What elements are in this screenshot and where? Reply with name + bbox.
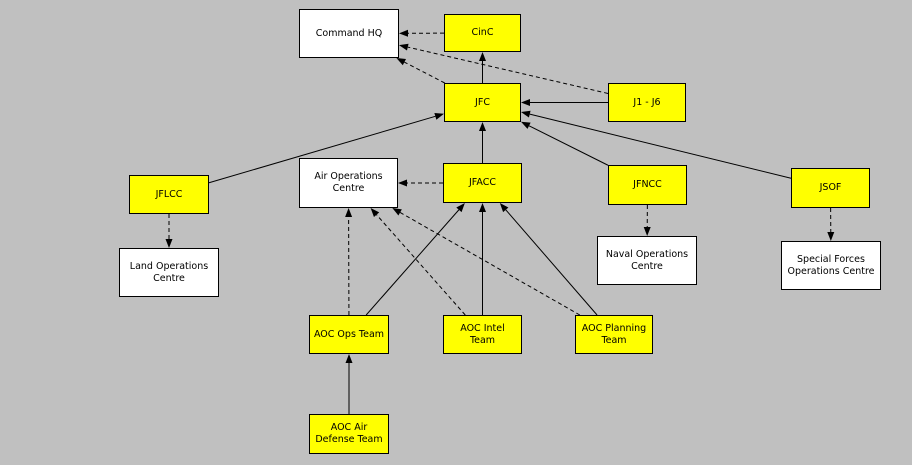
arrowhead-j1_j6-to-command_hq	[399, 43, 409, 51]
jflcc-node[interactable]: JFLCC	[129, 175, 209, 214]
arrowhead-aoc_planning_team-to-air_ops_centre	[392, 208, 402, 216]
connector-jfc-to-command_hq	[404, 61, 446, 84]
jfc-node[interactable]: JFC	[444, 83, 521, 122]
arrowhead-aoc_ops_team-to-jfacc	[456, 203, 465, 213]
arrowhead-jfncc-to-naval_ops_centre	[643, 226, 651, 236]
arrowhead-aoc_planning_team-to-jfacc	[499, 203, 509, 213]
connector-j1_j6-to-command_hq	[407, 46, 609, 94]
arrowhead-aoc_intel_team-to-jfacc	[479, 203, 486, 212]
jsof-node[interactable]: JSOF	[791, 168, 870, 208]
arrowhead-aoc_ops_team-to-air_ops_centre	[345, 208, 353, 218]
arrowhead-j1_j6-to-jfc	[521, 99, 530, 106]
connector-aoc_ops_team-to-jfacc	[365, 209, 460, 316]
aoc-ops-team-node[interactable]: AOC Ops Team	[309, 315, 389, 354]
arrowhead-jflcc-to-jfc	[434, 112, 444, 120]
connector-jsof-to-jfc	[529, 113, 792, 179]
aoc-planning-team-node[interactable]: AOC Planning Team	[575, 315, 653, 354]
connector-jflcc-to-jfc	[208, 115, 436, 184]
j1-j6-node[interactable]: J1 - J6	[608, 83, 686, 122]
arrowhead-cinc-to-command_hq	[399, 29, 409, 37]
special-forces-ops-centre-node[interactable]: Special Forces Operations Centre	[781, 241, 881, 290]
jfncc-node[interactable]: JFNCC	[608, 165, 687, 205]
arrowhead-aoc_air_defense_team-to-aoc_ops_team	[345, 354, 353, 363]
arrowhead-jfc-to-cinc	[479, 52, 486, 61]
naval-operations-centre-node[interactable]: Naval Operations Centre	[597, 236, 697, 285]
connector-aoc_planning_team-to-jfacc	[505, 209, 598, 316]
land-operations-centre-node[interactable]: Land Operations Centre	[119, 248, 219, 297]
arrowhead-jfacc-to-air_ops_centre	[398, 179, 407, 187]
cinc-node[interactable]: CinC	[444, 14, 521, 52]
arrowhead-aoc_intel_team-to-air_ops_centre	[370, 208, 380, 218]
arrowhead-jfc-to-command_hq	[396, 58, 407, 66]
connector-aoc_intel_team-to-air_ops_centre	[376, 214, 466, 316]
arrowhead-jfacc-to-jfc	[479, 122, 486, 131]
command-hq-node[interactable]: Command HQ	[299, 9, 399, 58]
arrowhead-jfncc-to-jfc	[521, 121, 531, 129]
arrowhead-jsof-to-jfc	[521, 110, 531, 118]
arrowhead-jflcc-to-land_ops_centre	[165, 239, 173, 248]
aoc-air-defense-team-node[interactable]: AOC Air Defense Team	[309, 414, 389, 454]
aoc-intel-team-node[interactable]: AOC Intel Team	[443, 315, 522, 354]
arrowhead-jsof-to-sf_ops_centre	[827, 231, 835, 241]
jfacc-node[interactable]: JFACC	[443, 163, 522, 203]
connector-jfncc-to-jfc	[528, 125, 609, 166]
air-operations-centre-node[interactable]: Air Operations Centre	[299, 158, 398, 208]
